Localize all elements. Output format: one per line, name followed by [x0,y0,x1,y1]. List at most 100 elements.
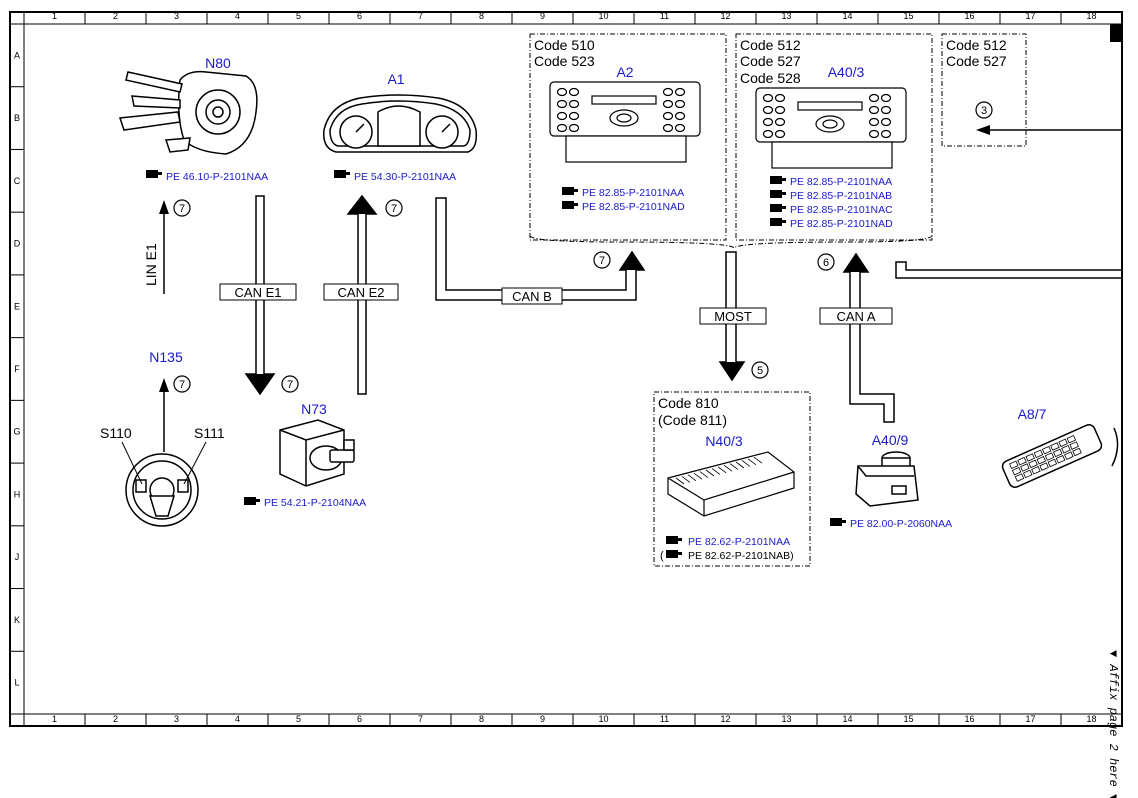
lin-e1-arrow: LIN E1 7 [143,199,191,294]
a40-3-pe-reference-icon-2 [770,190,786,198]
a2-audio-group: Code 510 Code 523 A2 PE 82.85-P-2101NAA … [529,33,727,241]
n80-pe-reference-icon [146,170,162,178]
n80-label: N80 [205,55,231,71]
grid-column-label: 4 [235,714,240,724]
a40-3-code-1: Code 512 [740,37,801,53]
a40-3-pe-reference-2: PE 82.85-P-2101NAB [790,190,892,202]
a40-3-audio-group: Code 512 Code 527 Code 528 A40/3 PE 82.8… [735,33,933,241]
grid-column-label: 13 [781,714,791,724]
grid-column-label: 14 [842,11,852,21]
a40-9-label: A40/9 [872,432,909,448]
grid-row-label: K [14,615,20,625]
a2-pe-reference-2: PE 82.85-P-2101NAD [582,201,685,213]
frame [9,11,1123,727]
marker-3: 3 [981,105,987,117]
n40-3-code-1: Code 810 [658,395,719,411]
a8-7-label: A8/7 [1018,406,1047,422]
grid-column-label: 17 [1025,714,1035,724]
grid-row-label: B [14,113,20,123]
a40-3-radio-icon [755,87,907,169]
can-b-arrow: CAN B 7 [435,197,646,305]
s110-label: S110 [100,425,132,441]
grid-column-label: 12 [720,714,730,724]
right-bus-line [895,261,1122,279]
a40-3-code-2: Code 527 [740,53,801,69]
a40-3-pe-reference-icon-4 [770,218,786,226]
can-a-label: CAN A [836,309,875,324]
marker-3-circle [975,101,993,119]
ext-code-2: Code 527 [946,53,1007,69]
n40-3-pe-reference-1: PE 82.62-P-2101NAA [688,536,790,548]
can-e2-arrow: CAN E2 7 [323,194,403,395]
grid-column-label: 5 [296,11,301,21]
grid-column-label: 4 [235,11,240,21]
grid-column-label: 9 [540,714,545,724]
n40-3-pe-reference-icon-2 [666,550,682,558]
a2-code-2: Code 523 [534,53,595,69]
a2-pe-reference-icon-1 [562,187,578,195]
grid-column-label: 18 [1086,11,1096,21]
grid-column-label: 7 [418,11,423,21]
n73-pe-reference-icon [244,497,260,505]
a40-9-pe-reference-icon [830,518,846,526]
grid-column-label: 5 [296,714,301,724]
n40-3-amplifier-icon [667,451,795,517]
grid-column-label: 6 [357,11,362,21]
grid-column-label: 2 [113,714,118,724]
grid-column-label: 8 [479,714,484,724]
most-arrow: MOST 5 [699,251,769,382]
grid-column-label: 10 [598,11,608,21]
grid-row-label: J [15,552,20,562]
n40-3-pe-reference-2: PE 82.62-P-2101NAB) [688,550,794,562]
marker-5: 5 [757,365,763,377]
a40-3-pe-reference-icon-3 [770,204,786,212]
group-bracket [529,235,933,249]
grid-column-label: 3 [174,11,179,21]
grid-column-label: 16 [964,11,974,21]
marker-6: 6 [823,257,829,269]
marker-7-d: 7 [599,255,605,267]
a2-pe-reference-icon-2 [562,201,578,209]
grid-row-label: A [14,50,20,60]
marker-7-b: 7 [287,379,293,391]
grid-column-label: 1 [52,11,57,21]
most-label: MOST [714,309,752,324]
external-code-box: Code 512 Code 527 3 [941,33,1122,147]
grid-column-label: 3 [174,714,179,724]
a1-instrument-cluster: A1 PE 54.30-P-2101NAA [323,71,478,183]
grid-row-label: L [14,678,19,688]
grid-row-label: H [14,489,21,499]
can-e1-label: CAN E1 [235,285,282,300]
a40-3-pe-reference-icon-1 [770,176,786,184]
n40-3-label: N40/3 [705,433,743,449]
a40-3-pe-reference-3: PE 82.85-P-2101NAC [790,204,893,216]
n80-steering-column-module: N80 PE 46.10-P-2101NAA [118,55,268,183]
grid-column-label: 2 [113,11,118,21]
can-e1-arrow: CAN E1 7 [219,195,299,396]
a2-code-1: Code 510 [534,37,595,53]
page-corner-icon [1110,24,1122,42]
grid-column-label: 15 [903,11,913,21]
s111-label: S111 [194,425,225,441]
n40-3-code-2: (Code 811) [658,412,727,428]
can-a-arrow: CAN A 6 [817,252,895,423]
grid-column-label: 7 [418,714,423,724]
n135-steering-wheel: N135 7 S110 S111 [100,349,225,527]
n80-icon [118,70,258,155]
a40-3-code-3: Code 528 [740,70,801,86]
can-b-label: CAN B [512,289,552,304]
marker-7-c: 7 [391,203,397,215]
a1-label: A1 [387,71,404,87]
grid-column-label: 17 [1025,11,1035,21]
n73-ignition-switch: N73 PE 54.21-P-2104NAA [244,401,366,509]
grid-column-label: 11 [660,714,669,724]
can-e2-label: CAN E2 [338,285,385,300]
grid-row-label: F [14,364,20,374]
grid-column-label: 14 [842,714,852,724]
grid-column-label: 18 [1086,714,1096,724]
n135-label: N135 [149,349,183,365]
grid-column-label: 12 [720,11,730,21]
a40-3-pe-reference-1: PE 82.85-P-2101NAA [790,176,892,188]
a1-icon [323,94,478,153]
